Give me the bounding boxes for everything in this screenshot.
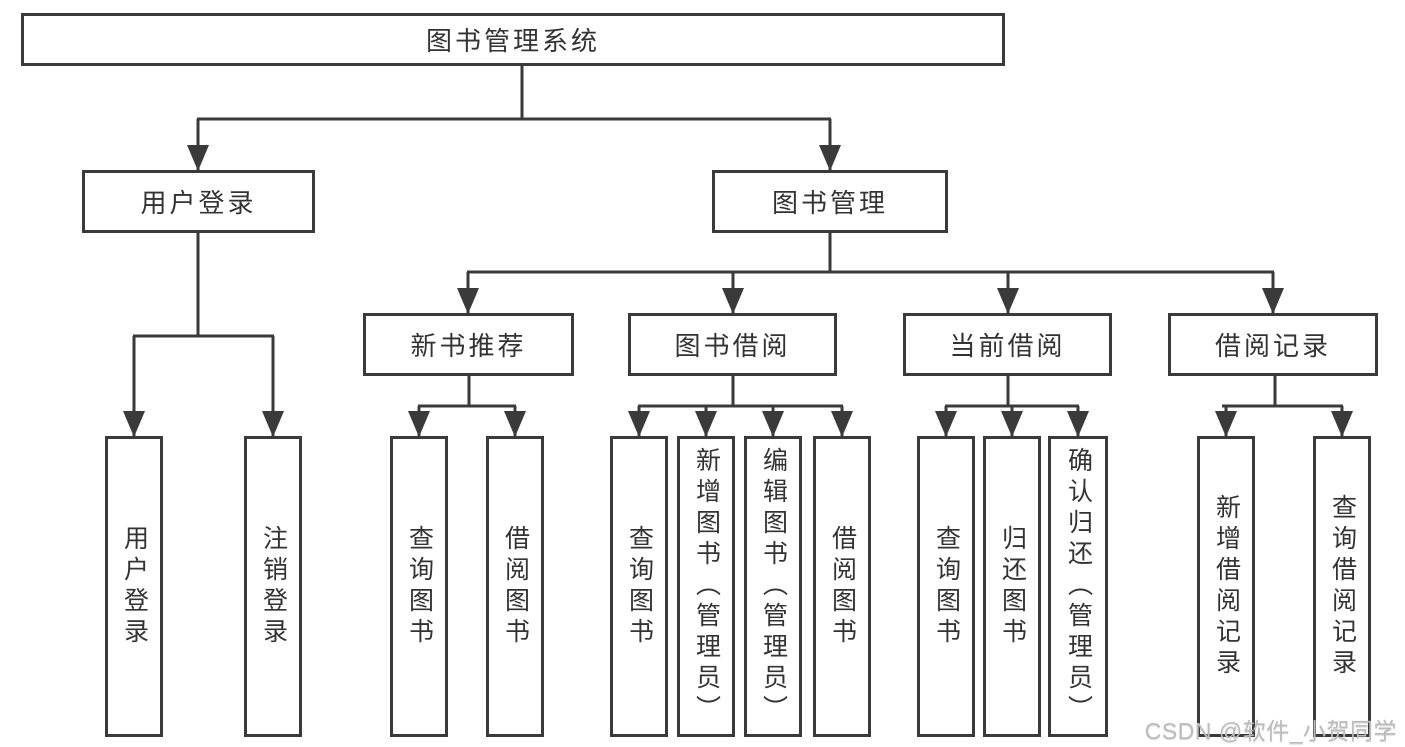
leaf-logout: 注销登录 — [244, 436, 302, 737]
node-label: 编辑图书（管理员） — [759, 447, 788, 726]
node-book-management: 图书管理 — [712, 170, 948, 233]
node-library-system: 图书管理系统 — [21, 13, 1005, 66]
node-borrowing-records: 借阅记录 — [1168, 313, 1378, 376]
leaf-query-borrow-record: 查询借阅记录 — [1313, 436, 1371, 737]
leaf-borrow-books-2: 借阅图书 — [813, 436, 871, 737]
node-label: 借阅图书 — [501, 524, 530, 649]
leaf-query-books-3: 查询图书 — [917, 436, 975, 737]
node-label: 注销登录 — [259, 524, 288, 649]
node-label: 新增图书（管理员） — [692, 447, 721, 726]
node-label: 查询图书 — [625, 524, 654, 649]
node-label: 图书借阅 — [674, 331, 791, 361]
leaf-add-borrow-record: 新增借阅记录 — [1197, 436, 1255, 737]
leaf-add-books-admin: 新增图书（管理员） — [677, 436, 735, 737]
node-label: 图书管理 — [771, 188, 888, 218]
node-label: 借阅记录 — [1214, 331, 1331, 361]
node-book-borrowing: 图书借阅 — [628, 313, 837, 376]
node-current-borrowing: 当前借阅 — [903, 313, 1112, 376]
node-label: 归还图书 — [998, 524, 1027, 649]
node-label: 图书管理系统 — [425, 26, 600, 56]
node-label: 确认归还（管理员） — [1064, 447, 1093, 726]
node-label: 查询图书 — [405, 524, 434, 649]
leaf-borrow-books-1: 借阅图书 — [486, 436, 544, 737]
leaf-query-books-1: 查询图书 — [390, 436, 448, 737]
leaf-confirm-return-admin: 确认归还（管理员） — [1048, 436, 1108, 737]
node-label: 用户登录 — [120, 524, 149, 649]
leaf-user-login: 用户登录 — [105, 436, 163, 737]
node-label: 查询图书 — [932, 524, 961, 649]
node-label: 查询借阅记录 — [1328, 493, 1357, 680]
node-new-book-recommend: 新书推荐 — [363, 313, 574, 376]
leaf-edit-books-admin: 编辑图书（管理员） — [744, 436, 802, 737]
node-label: 新书推荐 — [410, 331, 527, 361]
watermark: CSDN @软件_小贺同学 — [1144, 718, 1397, 744]
node-label: 当前借阅 — [949, 331, 1066, 361]
node-label: 用户登录 — [140, 188, 257, 218]
leaf-return-books: 归还图书 — [983, 436, 1041, 737]
node-label: 新增借阅记录 — [1212, 493, 1241, 680]
node-user-login: 用户登录 — [82, 170, 315, 233]
node-label: 借阅图书 — [828, 524, 857, 649]
leaf-query-books-2: 查询图书 — [610, 436, 668, 737]
